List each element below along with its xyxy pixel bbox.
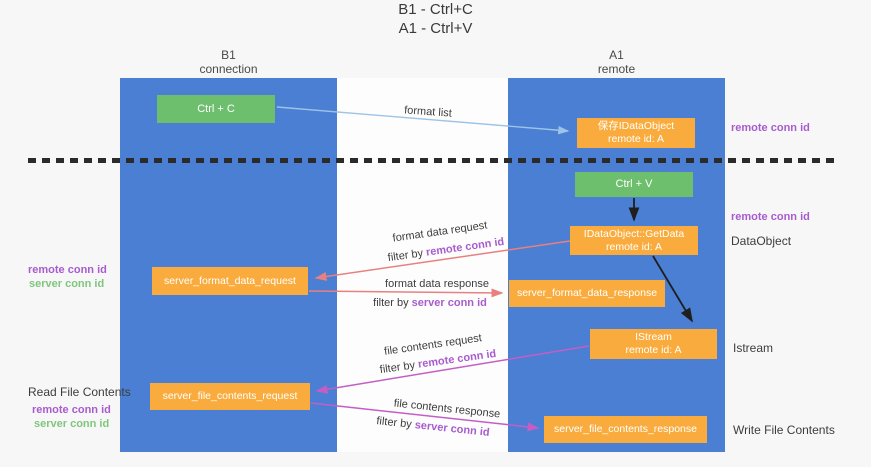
- node-save-idataobject: 保存IDataObject remote id: A: [577, 118, 695, 148]
- node-server-format-data-request: server_format_data_request: [152, 267, 308, 295]
- arrow-format-list: [276, 106, 570, 135]
- lane-header-b1-subtitle: connection: [199, 62, 258, 76]
- arrow-getdata-to-istream: [652, 255, 693, 323]
- node-server-format-data-response: server_format_data_response: [509, 280, 665, 307]
- node-istream: IStream remote id: A: [590, 329, 717, 359]
- label-server-conn-id-left-bottom: server conn id: [34, 418, 110, 430]
- server-conn-id-text: server conn id: [411, 297, 487, 309]
- node-server-file-contents-response-label: server_file_contents_response: [553, 423, 697, 435]
- lane-header-a1: A1 remote: [508, 48, 725, 76]
- lane-header-a1-subtitle: remote: [597, 62, 636, 76]
- node-server-format-data-response-label: server_format_data_response: [516, 287, 658, 299]
- node-idataobject-getdata: IDataObject::GetData remote id: A: [570, 226, 698, 255]
- middle-background-strip: [337, 78, 508, 452]
- filter-prefix: filter by: [373, 297, 412, 309]
- arrow-file-contents-response: [310, 402, 540, 432]
- node-server-file-contents-request: server_file_contents_request: [150, 383, 310, 410]
- lane-header-b1: B1 connection: [120, 48, 337, 76]
- node-ctrl-v: Ctrl + V: [575, 172, 693, 197]
- node-server-format-data-request-label: server_format_data_request: [164, 274, 296, 287]
- label-filter-server-1: filter by server conn id: [373, 297, 487, 309]
- lane-header-b1-title: B1: [221, 48, 236, 62]
- diagram-title-line1: B1 - Ctrl+C: [398, 1, 473, 18]
- node-ctrl-c-label: Ctrl + C: [197, 102, 235, 115]
- label-read-file-contents: Read File Contents: [28, 385, 131, 399]
- node-istream-line1: IStream: [635, 331, 672, 343]
- label-remote-conn-id-left-mid: remote conn id: [28, 264, 107, 276]
- arrow-file-contents-request: [315, 345, 590, 394]
- dashed-separator-line: [28, 158, 840, 163]
- node-idataobject-getdata-line1: IDataObject::GetData: [583, 227, 685, 240]
- node-ctrl-v-label: Ctrl + V: [615, 178, 653, 190]
- node-istream-line2: remote id: A: [625, 344, 682, 356]
- node-server-file-contents-request-label: server_file_contents_request: [162, 390, 298, 402]
- label-remote-conn-id-right-top: remote conn id: [731, 122, 810, 134]
- label-remote-conn-id-right-mid: remote conn id: [731, 211, 810, 223]
- diagram-title-line2: A1 - Ctrl+V: [398, 20, 473, 37]
- label-dataobject: DataObject: [731, 234, 792, 248]
- label-server-conn-id-left-mid: server conn id: [29, 278, 105, 290]
- label-istream: Istream: [733, 341, 774, 355]
- node-idataobject-getdata-line2: remote id: A: [605, 240, 663, 253]
- arrow-format-data-response: [308, 288, 504, 298]
- node-save-idataobject-line1: 保存IDataObject: [597, 120, 675, 132]
- node-save-idataobject-line2: remote id: A: [607, 133, 665, 145]
- node-ctrl-c: Ctrl + C: [157, 95, 275, 123]
- label-format-data-response: format data response: [385, 278, 489, 290]
- diagram-title: B1 - Ctrl+C A1 - Ctrl+V: [0, 0, 871, 38]
- node-server-file-contents-response: server_file_contents_response: [544, 416, 707, 443]
- lane-header-a1-title: A1: [609, 48, 624, 62]
- label-write-file-contents: Write File Contents: [733, 423, 835, 437]
- arrow-format-data-request: [314, 240, 571, 281]
- label-remote-conn-id-left-bottom: remote conn id: [32, 404, 111, 416]
